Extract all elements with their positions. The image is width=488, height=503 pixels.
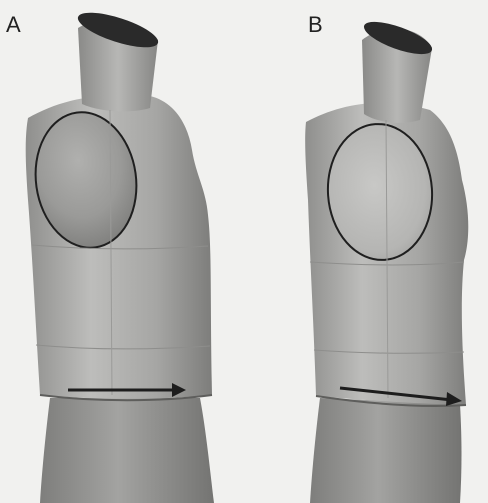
dress-form-b [305,15,468,503]
form-b-hip [310,398,462,503]
dress-form-a [26,6,214,503]
panel-label-b: B [308,14,323,36]
panel-label-a: A [6,14,21,36]
form-a-hip [40,398,214,503]
